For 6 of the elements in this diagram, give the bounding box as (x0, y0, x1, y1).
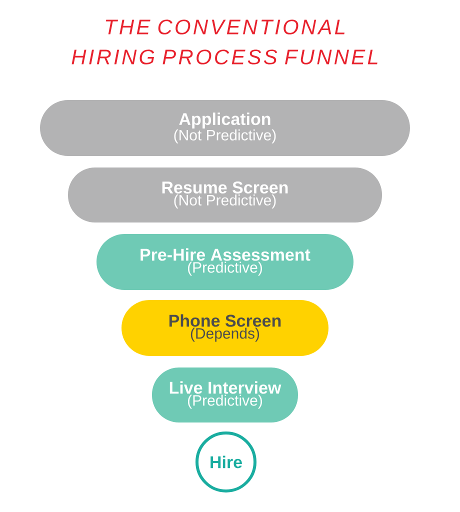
stage-pill: Pre-Hire Assessment (Predictive) (96, 234, 354, 290)
stage-pill: Phone Screen (Depends) (122, 300, 328, 356)
stage-pill: Live Interview (Predictive) (152, 368, 298, 422)
stage-pill: Resume Screen (Not Predictive) (68, 168, 382, 222)
stage-pill: Application (Not Predictive) (40, 100, 410, 156)
title: THE CONVENTIONAL HIRING PROCESS FUNNEL (72, 20, 378, 64)
